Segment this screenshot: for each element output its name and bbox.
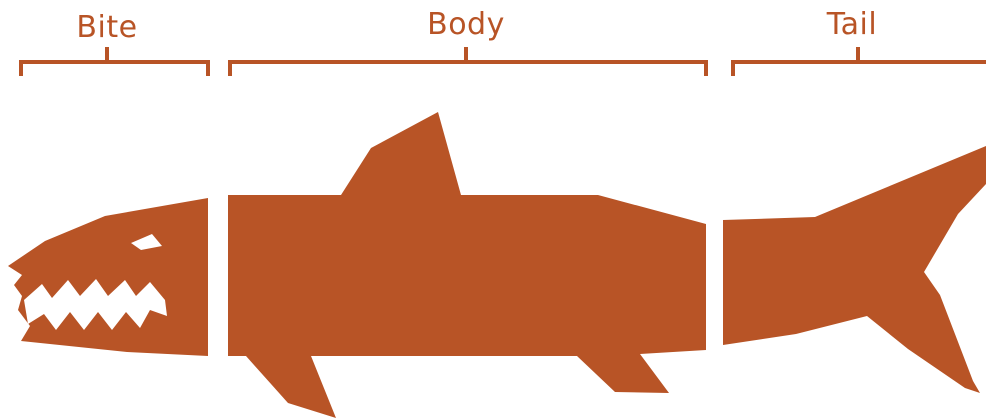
tail-label: Tail [826, 7, 877, 42]
bite-bracket [21, 47, 208, 76]
shark-body-section [228, 112, 706, 418]
bite-label: Bite [76, 10, 137, 45]
body-bracket [230, 47, 706, 76]
shark-head-section [8, 198, 208, 356]
body-label: Body [427, 7, 505, 42]
tail-bracket [733, 47, 986, 76]
shark-tail-section [723, 146, 986, 393]
